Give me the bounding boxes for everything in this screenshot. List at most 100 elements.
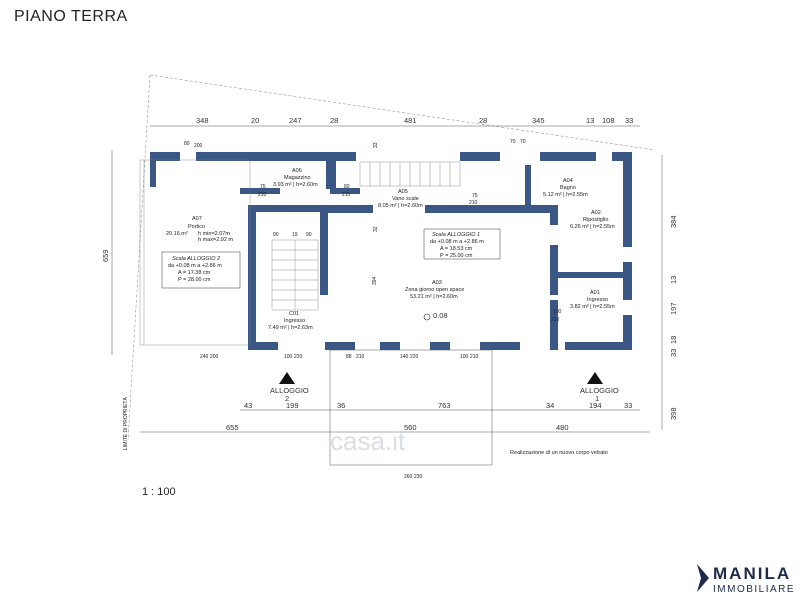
- svg-text:Scala ALLOGGIO 1: Scala ALLOGGIO 1: [432, 232, 480, 238]
- dim-text: 33: [625, 116, 633, 125]
- svg-text:220: 220: [410, 354, 419, 360]
- svg-text:A07: A07: [192, 216, 202, 222]
- svg-text:210: 210: [258, 192, 267, 198]
- watermark: casa.it: [330, 426, 406, 456]
- stair-box-2: Scala ALLOGGIO 2 da +0.08 m a +2.86 m A …: [161, 251, 241, 289]
- svg-text:A01: A01: [590, 290, 600, 296]
- bottom-dims-1: 43 199 36 763 34 194 33: [244, 401, 632, 410]
- svg-text:da +0.08 m a +2.86 m: da +0.08 m a +2.86 m: [168, 263, 222, 269]
- portico-outline: [139, 159, 251, 346]
- svg-text:75: 75: [472, 193, 478, 199]
- svg-text:20.16 m²: 20.16 m²: [166, 231, 188, 237]
- glazed-body: [329, 349, 493, 466]
- dim-text: 345: [532, 116, 545, 125]
- svg-text:200: 200: [194, 143, 203, 149]
- svg-text:Scala ALLOGGIO 2: Scala ALLOGGIO 2: [172, 256, 220, 262]
- svg-text:394: 394: [372, 276, 378, 285]
- svg-text:260: 260: [404, 474, 413, 480]
- svg-text:18: 18: [669, 336, 678, 344]
- svg-text:398: 398: [669, 407, 678, 420]
- logo-mark-icon: [697, 564, 709, 592]
- svg-text:197: 197: [669, 302, 678, 315]
- entrance-arrow-2: [279, 372, 295, 384]
- right-dims: 384 13 197 18 33 398: [669, 215, 678, 420]
- svg-text:P = 28.00 cm: P = 28.00 cm: [178, 277, 211, 283]
- svg-text:3.82 m² | h=2.55m: 3.82 m² | h=2.55m: [570, 304, 615, 310]
- svg-text:194: 194: [589, 401, 602, 410]
- room-a05: A05 Vano scale 8.05 m² | h=2.60m: [378, 189, 423, 209]
- dim-text: 481: [404, 116, 417, 125]
- svg-text:h max=2.92 m: h max=2.92 m: [198, 237, 233, 243]
- svg-text:88: 88: [346, 354, 352, 360]
- svg-text:200: 200: [210, 354, 219, 360]
- svg-text:Portico: Portico: [188, 224, 205, 230]
- dim-text: 20: [251, 116, 259, 125]
- property-line-left: [127, 74, 151, 441]
- svg-text:90: 90: [273, 232, 279, 238]
- svg-text:100: 100: [553, 309, 562, 315]
- svg-text:34: 34: [546, 401, 554, 410]
- svg-text:80: 80: [344, 184, 350, 190]
- svg-text:36: 36: [337, 401, 345, 410]
- dim-text: 348: [196, 116, 209, 125]
- svg-text:Ingresso: Ingresso: [284, 318, 305, 324]
- svg-text:7.49 m² | h=2.63m: 7.49 m² | h=2.63m: [268, 325, 313, 331]
- svg-text:560: 560: [404, 423, 417, 432]
- svg-text:19: 19: [292, 232, 298, 238]
- note: Realizzazione di un nuovo corpo vetrato: [510, 450, 608, 456]
- svg-text:220: 220: [294, 354, 303, 360]
- svg-text:A02: A02: [591, 210, 601, 216]
- level-text: 0.08: [433, 311, 448, 320]
- room-a07: A07 Portico 20.16 m² h min=2.07m h max=2…: [166, 216, 233, 243]
- svg-text:100: 100: [284, 354, 293, 360]
- svg-text:13: 13: [669, 276, 678, 284]
- svg-text:A = 17.38 cm: A = 17.38 cm: [178, 270, 211, 276]
- alloggio-1-line1: ALLOGGIO: [580, 386, 619, 395]
- bottom-dims-2: 655 560 480: [226, 423, 569, 432]
- svg-text:da +0.08 m a +2.86 m: da +0.08 m a +2.86 m: [430, 239, 484, 245]
- scale-label: 1 : 100: [142, 486, 176, 498]
- svg-text:480: 480: [556, 423, 569, 432]
- page-title: PIANO TERRA: [14, 8, 128, 25]
- svg-text:70: 70: [510, 139, 516, 145]
- svg-text:Magazzino: Magazzino: [284, 175, 311, 181]
- stair-box-1: Scala ALLOGGIO 1 da +0.08 m a +2.86 m A …: [423, 228, 501, 260]
- svg-text:140: 140: [400, 354, 409, 360]
- property-limit-label: LIMITE DI PROPRIETÀ: [122, 397, 129, 450]
- svg-text:3.93 m² | h=2.60m: 3.93 m² | h=2.60m: [273, 182, 318, 188]
- svg-text:32: 32: [373, 226, 379, 232]
- top-dims: 348 20 247 28 481 28 345 13 108 33: [196, 116, 633, 125]
- svg-text:100: 100: [460, 354, 469, 360]
- svg-text:Ingresso: Ingresso: [587, 297, 608, 303]
- room-a03: A03 Zona giorno open space 53.21 m² | h=…: [405, 280, 464, 300]
- svg-text:h min=2.07m: h min=2.07m: [198, 231, 230, 237]
- svg-text:8.05 m² | h=2.60m: 8.05 m² | h=2.60m: [378, 203, 423, 209]
- alloggio-1-line2: 1: [595, 394, 599, 403]
- dim-text: 108: [602, 116, 615, 125]
- room-a01: A01 Ingresso 3.82 m² | h=2.55m: [570, 290, 615, 310]
- svg-text:C01: C01: [289, 311, 299, 317]
- svg-text:90: 90: [306, 232, 312, 238]
- svg-text:Zona giorno open space: Zona giorno open space: [405, 287, 464, 293]
- alloggio-2-line2: 2: [285, 394, 289, 403]
- svg-text:43: 43: [244, 401, 252, 410]
- svg-text:75: 75: [260, 184, 266, 190]
- stairs-1: [359, 161, 461, 187]
- left-dim: 659: [101, 249, 110, 262]
- svg-text:Ripostiglio: Ripostiglio: [583, 217, 608, 223]
- svg-text:210: 210: [342, 192, 351, 198]
- svg-text:A04: A04: [563, 178, 573, 184]
- room-a02: A02 Ripostiglio 6.26 m² | h=2.55m: [570, 210, 615, 230]
- dim-text: 28: [479, 116, 487, 125]
- svg-text:A03: A03: [432, 280, 442, 286]
- svg-text:655: 655: [226, 423, 239, 432]
- logo-sub: IMMOBILIARE: [713, 584, 796, 595]
- svg-text:199: 199: [286, 401, 299, 410]
- svg-text:210: 210: [551, 317, 560, 323]
- logo-brand: MANILA: [713, 564, 792, 583]
- svg-text:33: 33: [373, 142, 379, 148]
- svg-text:230: 230: [414, 474, 423, 480]
- svg-text:Vano scale: Vano scale: [392, 196, 419, 202]
- dim-text: 247: [289, 116, 302, 125]
